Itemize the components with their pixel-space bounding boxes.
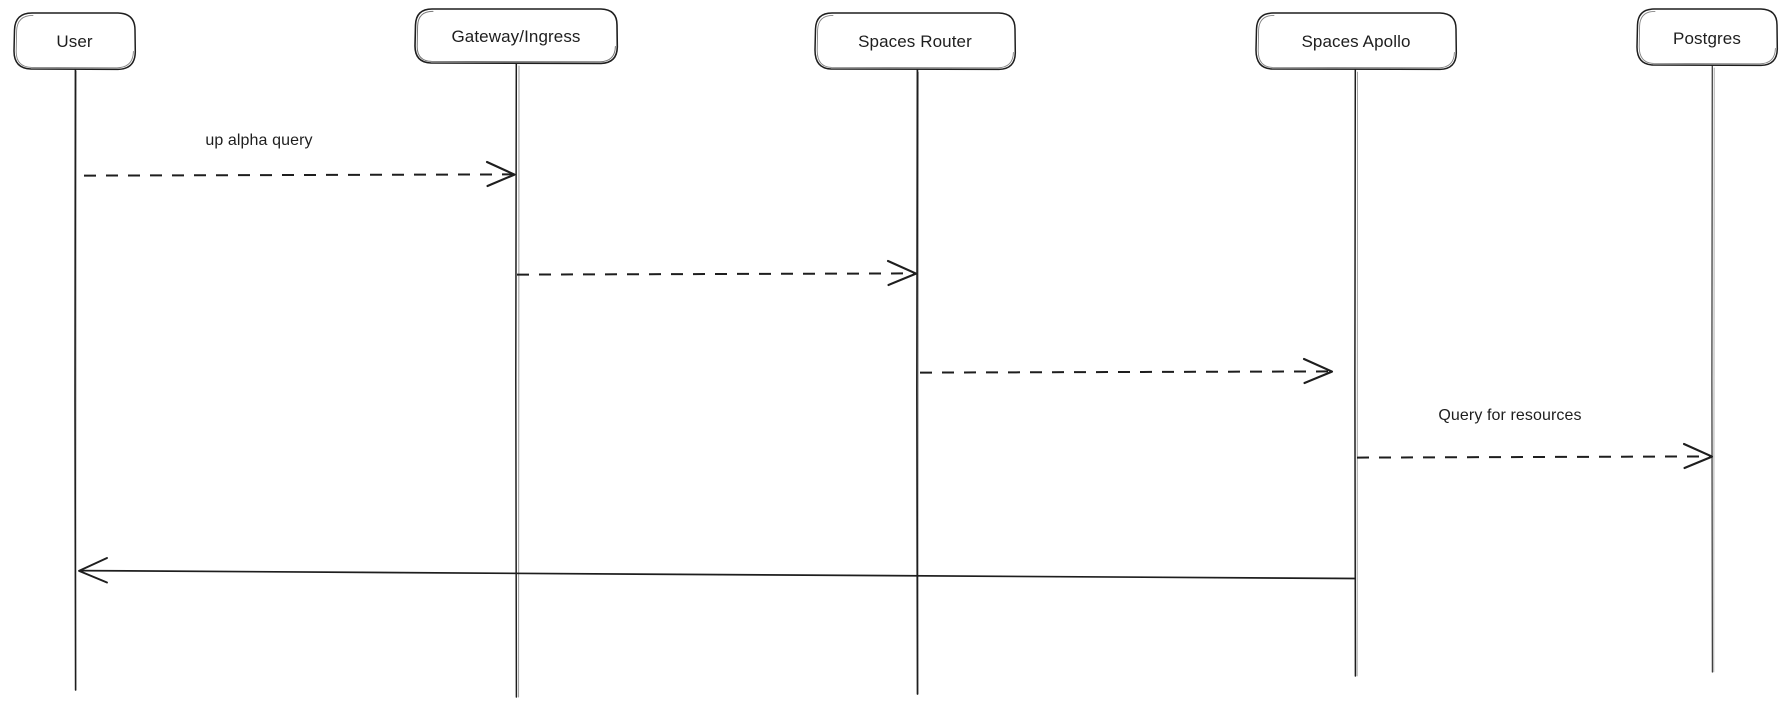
- lifeline-spaces-router: [916, 68, 919, 695]
- message-arrow-2[interactable]: [516, 259, 918, 287]
- lifelines-group: [74, 62, 1715, 698]
- lifeline-postgres: [1711, 64, 1715, 673]
- message-arrows-group: [78, 160, 1714, 584]
- lifeline-gateway: [515, 62, 520, 698]
- message-arrow-3[interactable]: [919, 357, 1334, 385]
- lifeline-spaces-apollo: [1354, 68, 1358, 677]
- message-arrow-1[interactable]: [83, 160, 516, 188]
- lifeline-user: [74, 68, 77, 691]
- participant-box-gateway[interactable]: [414, 8, 619, 65]
- message-arrow-4[interactable]: [1356, 442, 1714, 470]
- participant-box-spaces-router[interactable]: [814, 12, 1017, 71]
- participant-boxes-group: [13, 8, 1779, 71]
- participant-box-spaces-apollo[interactable]: [1255, 12, 1458, 71]
- message-arrow-5[interactable]: [78, 557, 1356, 584]
- participant-box-user[interactable]: [13, 12, 137, 71]
- participant-box-postgres[interactable]: [1636, 8, 1779, 67]
